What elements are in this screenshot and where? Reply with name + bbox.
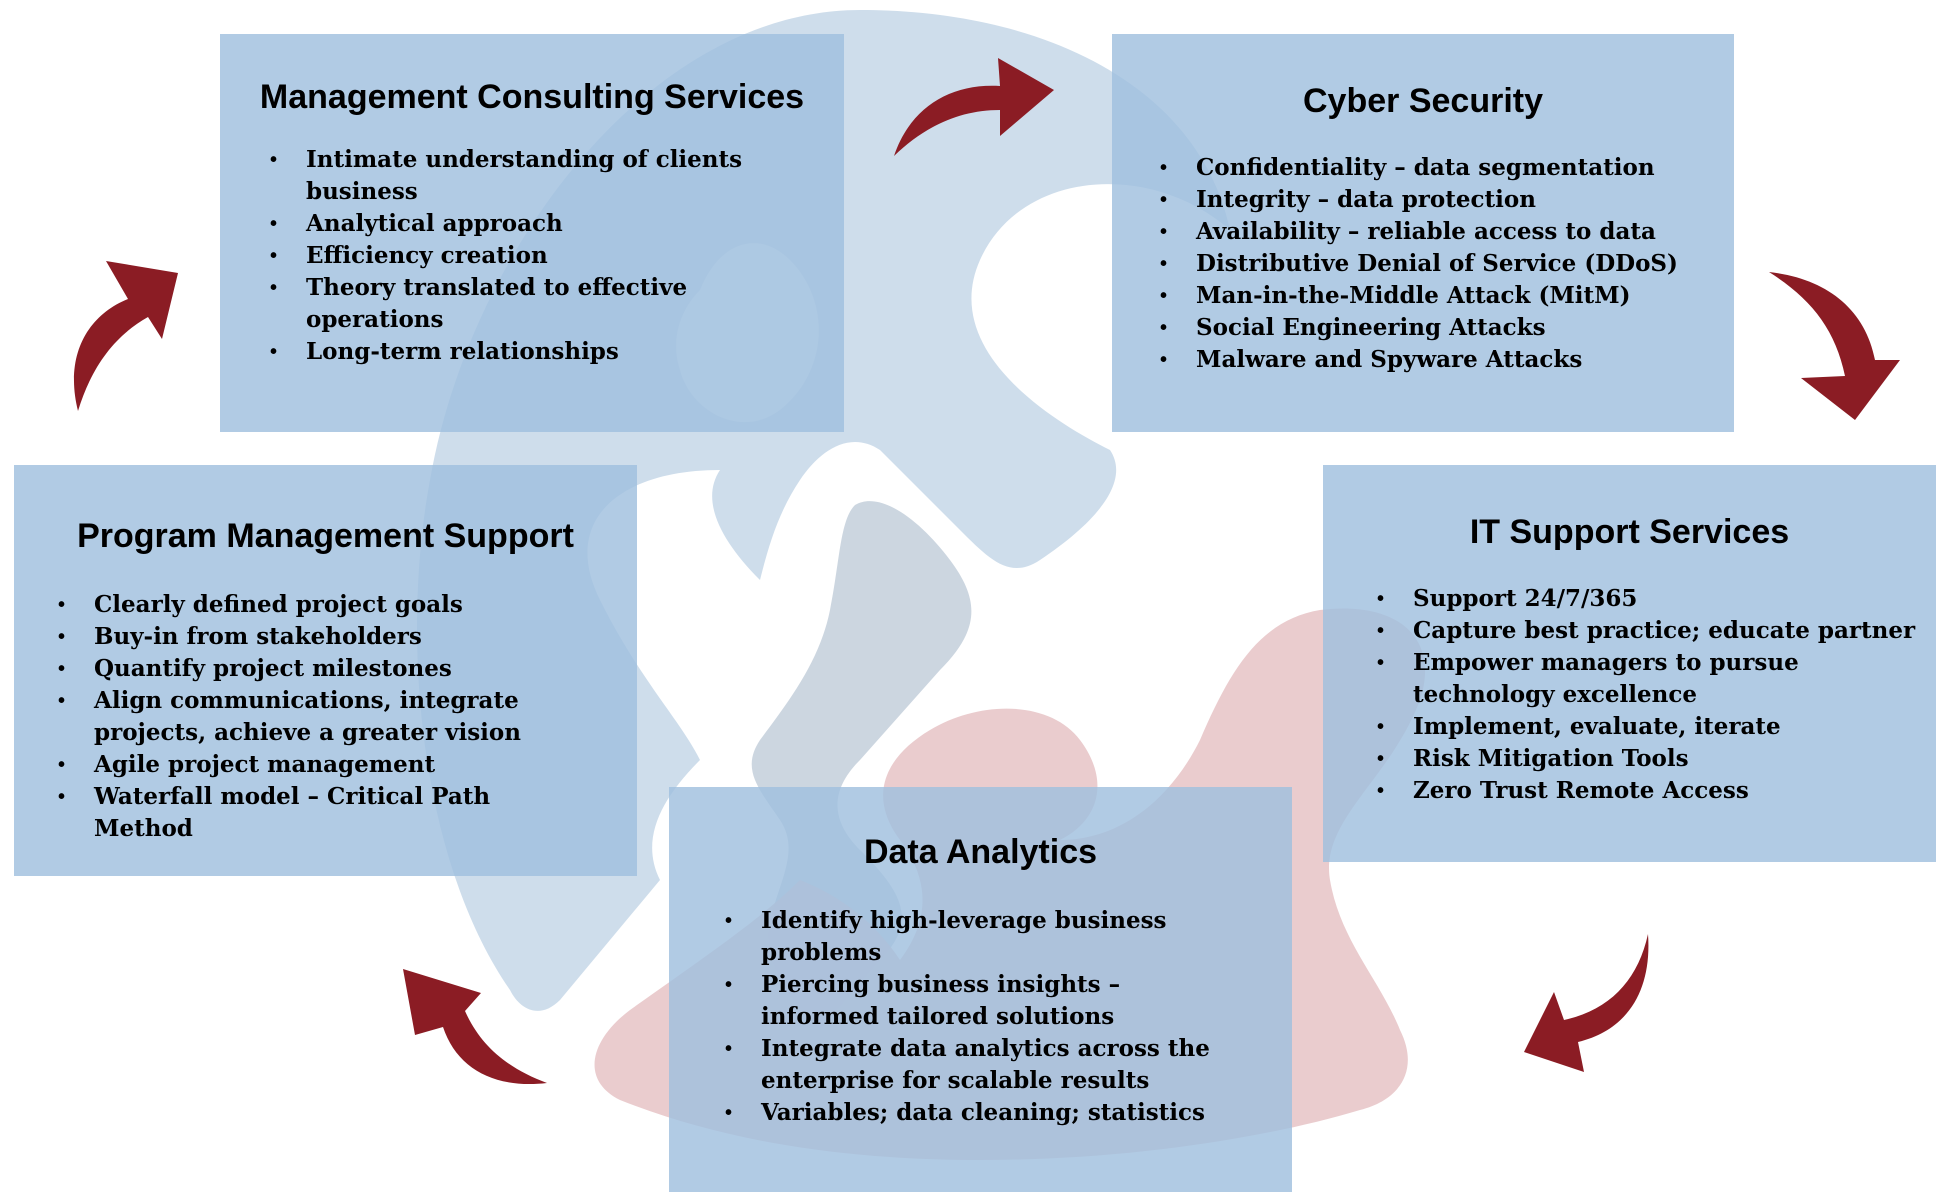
it-support-title: IT Support Services (1469, 513, 1790, 551)
list-item: Quantify project milestones (56, 653, 576, 685)
list-item: Malware and Spyware Attacks (1158, 344, 1718, 376)
cyber-security-box: Cyber Security Confidentiality – data se… (1112, 34, 1734, 432)
it-support-box: IT Support Services Support 24/7/365 Cap… (1323, 465, 1936, 862)
program-management-box: Program Management Support Clearly defin… (14, 465, 637, 876)
list-item: Clearly defined project goals (56, 589, 576, 621)
list-item: Analytical approach (268, 208, 788, 240)
arrow-program-to-consulting (73, 261, 178, 411)
list-item: Confidentiality – data segmentation (1158, 152, 1718, 184)
list-item: Support 24/7/365 (1375, 583, 1925, 615)
list-item: Identify high-leverage business problems (723, 905, 1243, 969)
list-item: Agile project management (56, 749, 576, 781)
list-item: Empower managers to pursue technology ex… (1375, 647, 1925, 711)
arrow-analytics-to-program (403, 969, 547, 1085)
list-item: Distributive Denial of Service (DDoS) (1158, 248, 1718, 280)
list-item: Social Engineering Attacks (1158, 312, 1718, 344)
list-item: Capture best practice; educate partner (1375, 615, 1925, 647)
list-item: Integrity – data protection (1158, 184, 1718, 216)
list-item: Integrate data analytics across the ente… (723, 1033, 1243, 1097)
data-analytics-box: Data Analytics Identify high-leverage bu… (669, 787, 1292, 1192)
management-consulting-title: Management Consulting Services (259, 78, 805, 116)
program-management-title: Program Management Support (77, 517, 574, 555)
list-item: Intimate understanding of clients busine… (268, 144, 788, 208)
program-management-list: Clearly defined project goals Buy-in fro… (56, 589, 576, 845)
list-item: Zero Trust Remote Access (1375, 775, 1925, 807)
list-item: Piercing business insights – informed ta… (723, 969, 1243, 1033)
data-analytics-title: Data Analytics (863, 833, 1098, 871)
cyber-security-list: Confidentiality – data segmentation Inte… (1158, 152, 1718, 376)
list-item: Implement, evaluate, iterate (1375, 711, 1925, 743)
list-item: Efficiency creation (268, 240, 788, 272)
list-item: Man-in-the-Middle Attack (MitM) (1158, 280, 1718, 312)
list-item: Variables; data cleaning; statistics (723, 1097, 1243, 1129)
list-item: Waterfall model – Critical Path Method (56, 781, 576, 845)
it-support-list: Support 24/7/365 Capture best practice; … (1375, 583, 1925, 807)
management-consulting-list: Intimate understanding of clients busine… (268, 144, 788, 368)
list-item: Theory translated to effective operation… (268, 272, 788, 336)
list-item: Risk Mitigation Tools (1375, 743, 1925, 775)
list-item: Align communications, integrate projects… (56, 685, 576, 749)
cyber-security-title: Cyber Security (1303, 82, 1543, 120)
list-item: Buy-in from stakeholders (56, 621, 576, 653)
list-item: Availability – reliable access to data (1158, 216, 1718, 248)
arrow-consulting-to-cyber (894, 58, 1054, 156)
management-consulting-box: Management Consulting Services Intimate … (220, 34, 844, 432)
arrow-cyber-to-it (1769, 272, 1900, 420)
list-item: Long-term relationships (268, 336, 788, 368)
data-analytics-list: Identify high-leverage business problems… (723, 905, 1243, 1129)
arrow-it-to-analytics (1524, 934, 1649, 1072)
